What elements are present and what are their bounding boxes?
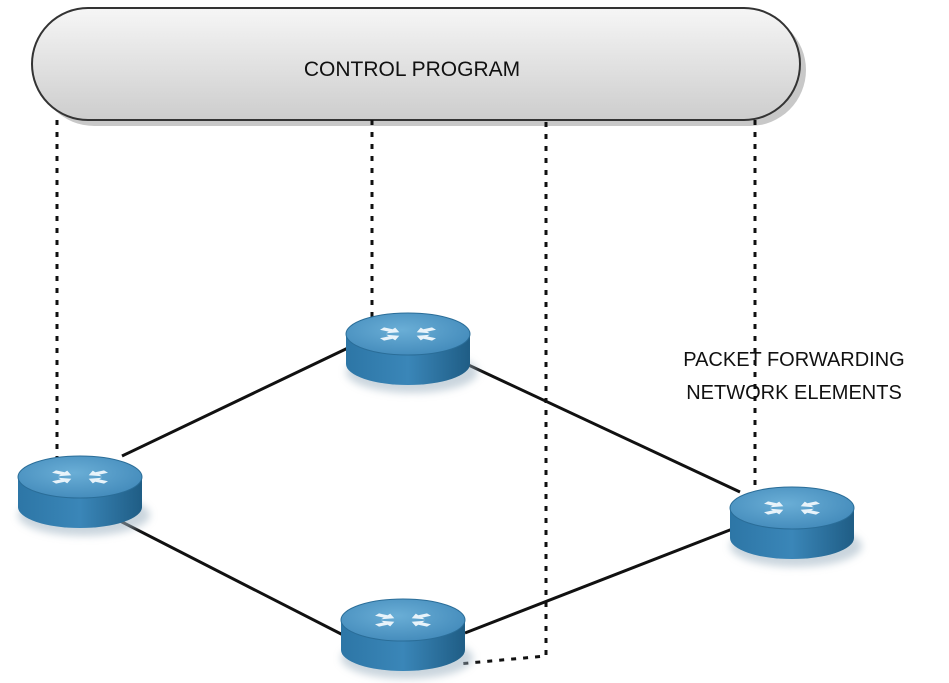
router-icon (764, 501, 820, 515)
network-elements-label-line1: PACKET FORWARDING (683, 349, 905, 371)
control-line-bottom (457, 122, 548, 666)
router-left (17, 455, 150, 536)
link-left-top (121, 345, 351, 458)
network-links (117, 345, 741, 638)
link-top-right (461, 360, 741, 494)
link-left-bottom (117, 518, 346, 638)
control-connections (55, 120, 757, 666)
control-program-box: CONTROL PROGRAM (31, 7, 806, 126)
routers (17, 312, 862, 679)
link-bottom-right (464, 526, 736, 635)
network-elements-label: PACKET FORWARDING NETWORK ELEMENTS (683, 349, 905, 404)
network-elements-label-line2: NETWORK ELEMENTS (686, 382, 902, 404)
router-icon (380, 327, 436, 341)
router-icon (375, 613, 431, 627)
router-bottom (340, 598, 473, 679)
router-right (729, 486, 862, 567)
router-icon (52, 470, 108, 484)
router-top (345, 312, 478, 393)
control-program-label: CONTROL PROGRAM (304, 58, 520, 81)
